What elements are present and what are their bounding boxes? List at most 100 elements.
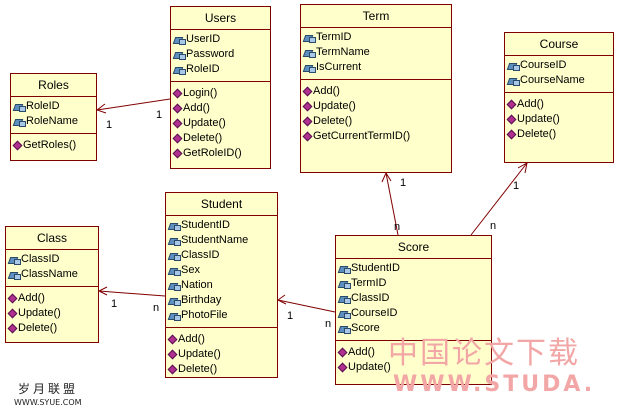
attribute-row: ClassName <box>8 267 98 282</box>
attribute-icon <box>338 279 351 289</box>
watermark-url: WWW.STUDA. <box>393 372 596 397</box>
attribute-name: Birthday <box>181 294 222 306</box>
attribute-icon <box>303 63 316 73</box>
operation-name: GetCurrentTermID() <box>313 130 411 142</box>
multiplicity-label: 1 <box>156 109 163 121</box>
operation-icon <box>8 324 17 333</box>
attribute-icon <box>13 117 26 127</box>
multiplicity-label: n <box>394 221 401 233</box>
multiplicity-label: 1 <box>400 177 407 189</box>
operation-name: Add() <box>313 85 340 97</box>
operation-name: Update() <box>18 307 61 319</box>
operation-icon <box>338 348 347 357</box>
operations-compartment: Add()Update()Delete() <box>166 328 277 377</box>
attribute-row: StudentID <box>168 218 277 233</box>
attribute-row: Score <box>338 321 491 336</box>
operations-compartment: Add()Update() <box>336 341 491 375</box>
attribute-icon <box>168 266 181 276</box>
operation-icon <box>303 117 312 126</box>
operation-name: Add() <box>517 98 544 110</box>
attribute-name: ClassName <box>21 268 78 280</box>
attribute-name: TermID <box>351 277 387 289</box>
attribute-name: CourseName <box>520 74 585 86</box>
attribute-name: StudentName <box>181 234 249 246</box>
operation-row: GetRoles() <box>13 138 96 153</box>
operation-name: Delete() <box>313 115 353 127</box>
attribute-name: ClassID <box>21 253 60 265</box>
attributes-compartment: ClassID ClassName <box>6 250 98 287</box>
attribute-name: ClassID <box>181 249 220 261</box>
class-title: Roles <box>11 74 96 97</box>
operation-row: Update() <box>338 360 491 375</box>
attribute-name: RoleID <box>26 100 60 112</box>
operation-icon <box>173 134 182 143</box>
operations-compartment: Add() Update()Delete() GetCurrentTermID() <box>301 80 451 144</box>
attribute-name: PhotoFile <box>181 309 228 321</box>
attribute-row: IsCurrent <box>303 60 451 75</box>
attribute-icon <box>168 251 181 261</box>
operation-row: Delete() <box>303 114 451 129</box>
attribute-name: TermID <box>316 31 352 43</box>
operation-name: Update() <box>178 348 221 360</box>
attribute-icon <box>168 296 181 306</box>
operation-name: Update() <box>183 117 226 129</box>
attribute-icon <box>168 311 181 321</box>
attribute-name: CourseID <box>351 307 398 319</box>
attribute-icon <box>173 35 186 45</box>
attributes-compartment: CourseID CourseName <box>505 56 613 93</box>
operation-row: Add() <box>173 101 270 116</box>
attribute-icon <box>303 48 316 58</box>
attribute-name: ClassID <box>351 292 390 304</box>
attribute-icon <box>168 236 181 246</box>
operation-row: Delete() <box>507 127 613 142</box>
attribute-row: TermID <box>303 30 451 45</box>
operation-name: Login() <box>183 87 218 99</box>
attribute-row: ClassID <box>8 252 98 267</box>
attribute-icon <box>507 61 520 71</box>
assoc-score-term <box>385 172 399 236</box>
attribute-row: ClassID <box>168 248 277 263</box>
attribute-row: UserID <box>173 32 270 47</box>
attribute-icon <box>13 102 26 112</box>
operation-row: Update() <box>168 347 277 362</box>
attribute-icon <box>303 33 316 43</box>
operation-row: GetCurrentTermID() <box>303 129 451 144</box>
attribute-name: CourseID <box>520 59 567 71</box>
operation-icon <box>338 363 347 372</box>
operation-icon <box>168 335 177 344</box>
attribute-row: PhotoFile <box>168 308 277 323</box>
operation-row: Add() <box>338 345 491 360</box>
operation-icon <box>8 309 17 318</box>
assoc-users-roles <box>96 98 171 111</box>
assoc-score-course <box>470 162 528 236</box>
operation-row: Update() <box>303 99 451 114</box>
multiplicity-label: 1 <box>513 180 520 192</box>
operation-row: Delete() <box>173 131 270 146</box>
operation-row: Update() <box>173 116 270 131</box>
operation-name: GetRoleID() <box>183 147 242 159</box>
attribute-row: StudentID <box>338 261 491 276</box>
attribute-name: Password <box>186 48 235 60</box>
attribute-row: CourseID <box>338 306 491 321</box>
attribute-icon <box>168 221 181 231</box>
multiplicity-label: n <box>490 220 497 232</box>
operation-name: Add() <box>178 333 205 345</box>
arrowhead-roles <box>95 103 107 114</box>
operation-icon <box>507 130 516 139</box>
attribute-row: TermID <box>338 276 491 291</box>
attribute-row: CourseName <box>507 73 613 88</box>
operation-row: Login() <box>173 86 270 101</box>
attribute-icon <box>338 264 351 274</box>
attribute-row: Sex <box>168 263 277 278</box>
